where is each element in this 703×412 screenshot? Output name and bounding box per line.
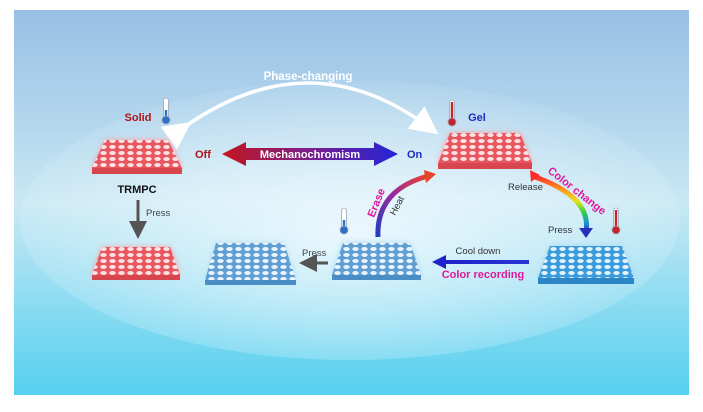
- off-label: Off: [195, 149, 211, 161]
- pad-pressed-red: [92, 247, 180, 280]
- thermometer-cold-icon: [339, 207, 349, 235]
- solid-label: Solid: [125, 112, 152, 124]
- color-change-arrowhead: [579, 228, 593, 238]
- gel-label: Gel: [468, 112, 486, 124]
- color-recording-label: Color recording: [442, 269, 525, 281]
- pad-solid-red: [92, 140, 182, 174]
- press-left-label: Press: [146, 208, 171, 219]
- cool-down-label: Cool down: [456, 246, 501, 257]
- erase-arrowhead: [424, 170, 436, 183]
- color-change-arrow: [531, 173, 590, 233]
- thermometer-hot-icon: [611, 207, 621, 235]
- phase-changing-arrow: [160, 81, 439, 150]
- phase-changing-label: Phase-changing: [264, 71, 353, 83]
- press-mid-label: Press: [302, 248, 327, 259]
- thermometer-cold-icon: [161, 97, 171, 125]
- press-right-label: Press: [548, 225, 573, 236]
- on-label: On: [407, 149, 423, 161]
- release-label: Release: [508, 182, 543, 193]
- mechanochromism-label: Mechanochromism: [260, 149, 360, 161]
- pad-pressed-lightblue: [205, 243, 296, 285]
- pad-cooled-blue-middle: [332, 243, 421, 280]
- pad-gel-red: [438, 133, 532, 169]
- thermometer-hot-icon: [447, 99, 457, 127]
- pad-pressed-blue-right: [538, 246, 634, 284]
- mechanochromism-arrow: [222, 142, 398, 166]
- release-arrowhead: [530, 170, 540, 182]
- cool-down-arrow: [432, 255, 529, 269]
- background-glow: [20, 80, 680, 360]
- erase-arrow: [375, 173, 429, 238]
- trmpc-label: TRMPC: [117, 184, 156, 196]
